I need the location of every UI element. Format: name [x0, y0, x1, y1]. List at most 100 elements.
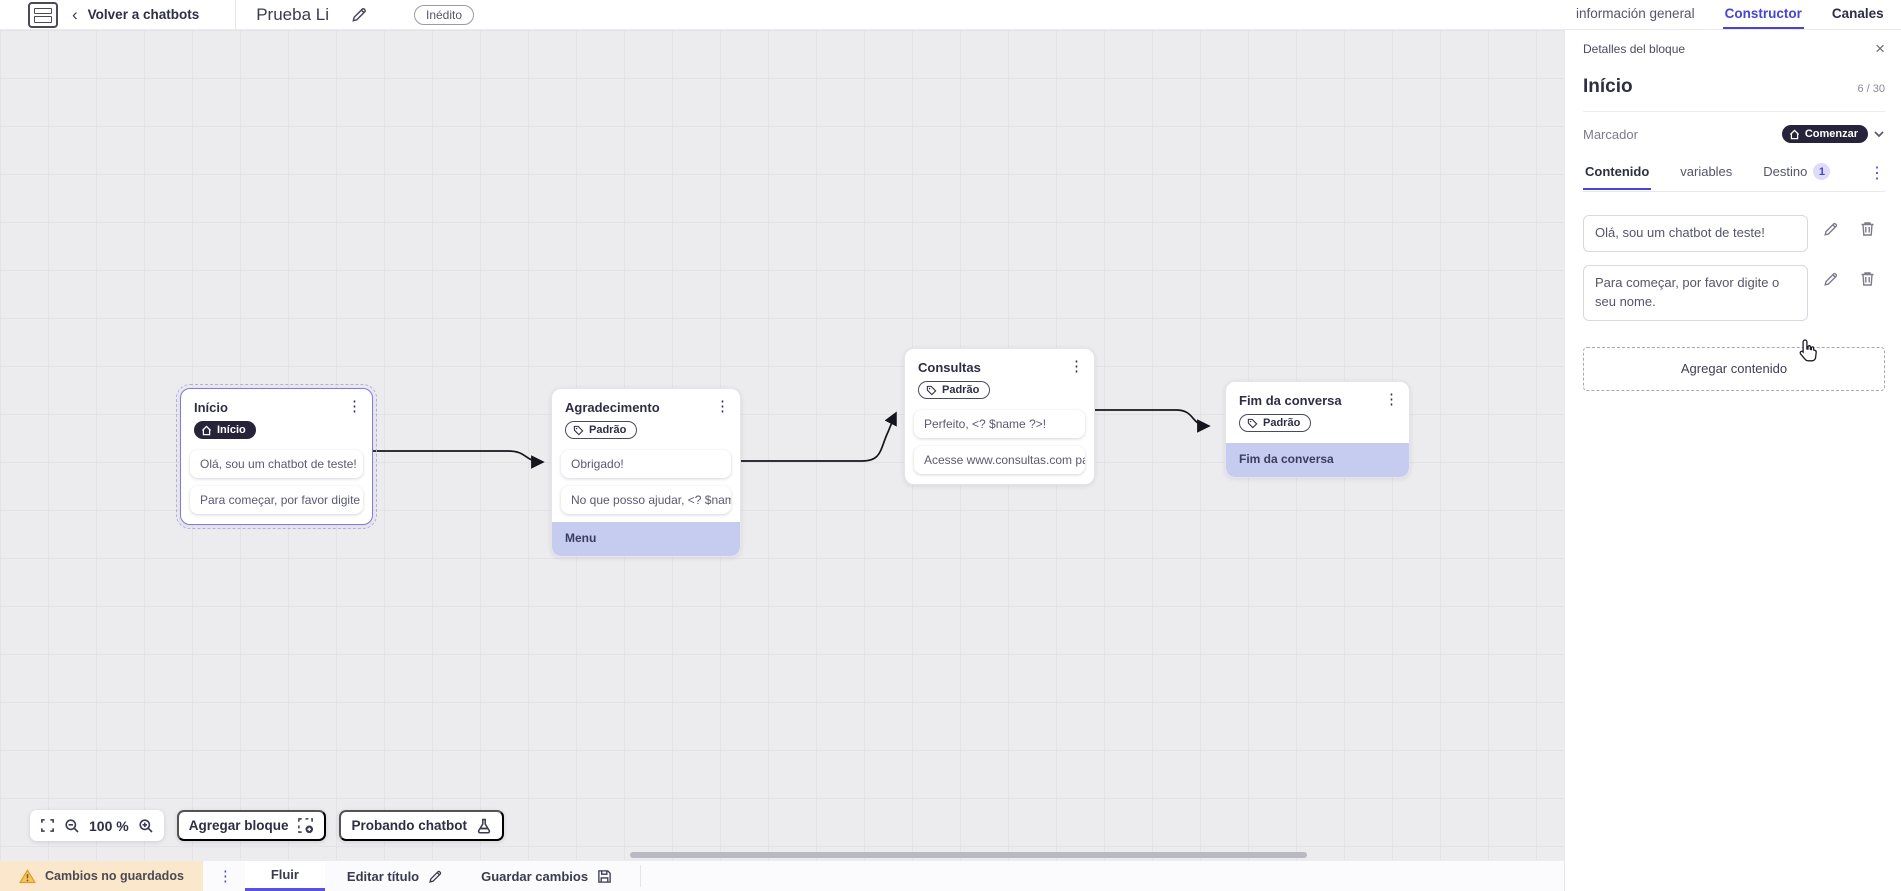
tab-contenido[interactable]: Contenido [1583, 156, 1652, 190]
content-text[interactable]: Olá, sou um chatbot de teste! [1583, 215, 1808, 252]
edit-content-button[interactable] [1823, 221, 1839, 237]
padrao-badge: Padrão [1239, 414, 1312, 432]
connector-consultas-fim [1095, 409, 1211, 433]
tab-canales[interactable]: Canales [1831, 6, 1884, 21]
panel-title: Detalles del bloque [1583, 42, 1686, 56]
kebab-menu-icon[interactable]: ⋮ [1069, 358, 1084, 375]
app-logo [28, 1, 58, 28]
node-consultas[interactable]: Consultas ⋮ Padrão Perfeito, <? $name ?>… [904, 348, 1095, 485]
save-icon [598, 869, 611, 883]
home-icon [201, 424, 212, 435]
unsaved-changes-chip: Cambios no guardados [0, 861, 203, 891]
tab-destino[interactable]: Destino 1 [1761, 155, 1832, 191]
edit-title-button[interactable] [351, 6, 368, 23]
kebab-menu-icon[interactable]: ⋮ [347, 398, 362, 415]
zoom-in-icon [139, 818, 153, 833]
add-content-button[interactable]: Agregar contenido [1583, 346, 1885, 391]
panel-tabs: Contenido variables Destino 1 ⋮ [1583, 155, 1885, 192]
close-icon[interactable]: × [1875, 39, 1885, 58]
destino-count-badge: 1 [1813, 163, 1831, 180]
chatbot-title: Prueba Li [256, 4, 329, 24]
tag-icon [926, 385, 937, 395]
chevron-left-icon: ‹ [72, 5, 78, 24]
node-content-item[interactable]: Obrigado! [561, 449, 731, 478]
node-title: Fim da conversa [1239, 393, 1342, 408]
start-badge: Início [194, 421, 256, 439]
content-text[interactable]: Para começar, por favor digite o seu nom… [1583, 264, 1808, 321]
connector-agradecimento-consultas [741, 411, 897, 462]
char-counter: 6 / 30 [1857, 83, 1885, 95]
block-details-panel: Detalles del bloque × Início 6 / 30 Marc… [1564, 30, 1901, 891]
node-end-item[interactable]: Fim da conversa [1226, 442, 1409, 477]
node-content-item[interactable]: Olá, sou um chatbot de teste! [190, 449, 363, 478]
padrao-badge: Padrão [565, 421, 638, 439]
pencil-icon [1824, 222, 1838, 236]
zoom-in-button[interactable] [138, 818, 154, 834]
tag-icon [1247, 418, 1258, 428]
node-content-item[interactable]: Para começar, por favor digite o ... [190, 485, 363, 514]
marker-label: Marcador [1583, 126, 1638, 142]
node-title: Agradecimento [565, 400, 660, 415]
content-row: Olá, sou um chatbot de teste! [1583, 215, 1885, 252]
tab-fluir[interactable]: Fluir [244, 861, 325, 891]
warning-icon [19, 869, 36, 883]
tab-constructor[interactable]: Constructor [1722, 0, 1804, 29]
edit-content-button[interactable] [1823, 271, 1839, 287]
node-content-item[interactable]: Acesse www.consultas.com par... [914, 445, 1085, 474]
test-chatbot-button[interactable]: Probando chatbot [339, 810, 504, 841]
kebab-menu-icon[interactable]: ⋮ [715, 398, 730, 415]
delete-content-button[interactable] [1860, 221, 1875, 237]
node-title: Consultas [918, 360, 981, 375]
node-agradecimento[interactable]: Agradecimento ⋮ Padrão Obrigado! No que … [551, 388, 741, 557]
pencil-icon [429, 870, 442, 883]
marker-select[interactable]: Comenzar [1781, 125, 1885, 143]
test-chatbot-label: Probando chatbot [351, 818, 467, 833]
zoom-out-icon [65, 818, 79, 833]
add-block-icon [298, 818, 314, 834]
node-title: Início [194, 400, 228, 415]
horizontal-scrollbar[interactable] [630, 852, 1307, 858]
divider [235, 0, 237, 30]
content-list: Olá, sou um chatbot de teste! Para começ… [1583, 215, 1885, 321]
save-changes-button[interactable]: Guardar cambios [475, 861, 618, 891]
block-name: Início [1583, 76, 1633, 97]
back-label: Volver a chatbots [87, 7, 200, 22]
divider [640, 865, 642, 887]
flow-kebab-menu-icon[interactable]: ⋮ [206, 861, 245, 891]
zoom-controls: 100 % [30, 810, 164, 841]
zoom-level: 100 % [89, 817, 129, 834]
node-content-item[interactable]: Perfeito, <? $name ?>! [914, 409, 1085, 438]
status-badge: Inédito [414, 4, 475, 25]
fullscreen-icon [41, 819, 54, 832]
comenzar-badge: Comenzar [1781, 125, 1868, 143]
trash-icon [1861, 222, 1874, 236]
home-icon [1789, 128, 1799, 139]
node-content-item[interactable]: No que posso ajudar, <? $name ... [561, 485, 731, 514]
edit-flow-title-button[interactable]: Editar título [341, 861, 449, 891]
unsaved-changes-label: Cambios no guardados [45, 869, 184, 883]
panel-kebab-menu-icon[interactable]: ⋮ [1869, 165, 1885, 182]
node-menu-item[interactable]: Menu [552, 521, 740, 556]
flow-canvas[interactable]: Início ⋮ Início Olá, sou um chatbot de t… [0, 30, 1564, 860]
tag-icon [573, 425, 584, 435]
fullscreen-button[interactable] [40, 818, 55, 833]
node-fim-da-conversa[interactable]: Fim da conversa ⋮ Padrão Fim da conversa [1225, 381, 1410, 478]
chevron-down-icon [1874, 131, 1884, 138]
kebab-menu-icon[interactable]: ⋮ [1384, 391, 1399, 408]
delete-content-button[interactable] [1860, 271, 1875, 287]
topbar: ‹ Volver a chatbots Prueba Li Inédito [0, 0, 1564, 30]
flask-icon [477, 818, 491, 834]
tab-informacion-general[interactable]: información general [1576, 6, 1695, 21]
bottom-bar: Cambios no guardados ⋮ Fluir Editar títu… [0, 860, 1564, 891]
node-inicio[interactable]: Início ⋮ Início Olá, sou um chatbot de t… [176, 384, 377, 529]
connector-inicio-agradecimento [373, 450, 545, 469]
back-to-chatbots-button[interactable]: ‹ Volver a chatbots [72, 6, 199, 23]
trash-icon [1861, 272, 1874, 286]
add-block-button[interactable]: Agregar bloque [176, 810, 327, 841]
pencil-icon [352, 8, 366, 22]
tab-variables[interactable]: variables [1680, 164, 1733, 179]
zoom-out-button[interactable] [64, 818, 80, 834]
padrao-badge: Padrão [918, 381, 991, 399]
main-nav-tabs: información general Constructor Canales [1564, 0, 1901, 30]
